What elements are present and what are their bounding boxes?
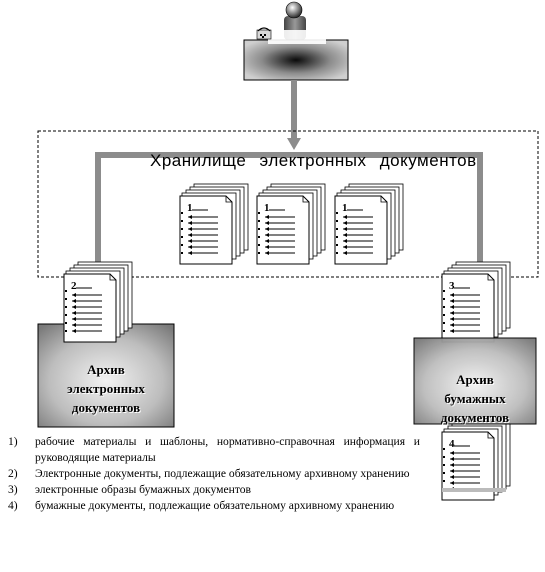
legend-item: 4) бумажные документы, подлежащие обязат…: [8, 498, 420, 514]
document-stack-icon: 4: [441, 419, 511, 501]
legend-item-number: 3): [8, 483, 18, 496]
paper-archive-label-line-1: Архив: [456, 372, 494, 387]
computer-operator-icon: [243, 1, 349, 81]
legend-item-text: рабочие материалы и шаблоны, нормативно-…: [35, 435, 420, 464]
electronic-archive-label-line-3: документов: [71, 400, 141, 415]
electronic-archive-label-line-2: электронных: [67, 381, 145, 396]
paper-archive-stack-number: 3: [449, 280, 455, 292]
document-stack-icon: 1: [256, 183, 326, 265]
legend-item-text: бумажные документы, подлежащие обязатель…: [35, 499, 395, 512]
paper-archive-label-line-3: документов: [440, 410, 510, 425]
legend-item-text: электронные образы бумажных документов: [35, 483, 252, 496]
paper-archive-lower-stack-number: 4: [449, 438, 455, 450]
legend-item: 2) Электронные документы, подлежащие обя…: [8, 466, 420, 482]
legend-item: 1) рабочие материалы и шаблоны, норматив…: [8, 434, 420, 466]
paper-archive-box: [413, 337, 537, 425]
document-stack-icon: 3: [441, 261, 511, 343]
electronic-archive-label: Архив электронных документов: [40, 360, 172, 417]
legend-item-number: 2): [8, 467, 18, 480]
paper-archive-label-line-2: бумажных: [444, 391, 506, 406]
storage-frame: [37, 130, 539, 278]
storage-stack-1-number: 1: [187, 202, 193, 214]
paper-archive-label: Архив бумажных документов: [414, 370, 536, 427]
legend-item-number: 1): [8, 435, 18, 448]
document-stack-icon: 1: [179, 183, 249, 265]
storage-stack-3-number: 1: [342, 202, 348, 214]
legend-list: 1) рабочие материалы и шаблоны, норматив…: [8, 434, 420, 514]
electronic-archive-label-line-1: Архив: [87, 362, 125, 377]
storage-title: Хранилище электронных документов: [150, 151, 477, 170]
document-stack-icon: 2: [63, 261, 133, 343]
operator-to-storage-arrow: [287, 80, 301, 150]
legend-item-text: Электронные документы, подлежащие обязат…: [35, 467, 410, 480]
legend-item-number: 4): [8, 499, 18, 512]
legend-item: 3) электронные образы бумажных документо…: [8, 482, 420, 498]
document-stack-icon: 1: [334, 183, 404, 265]
electronic-archive-stack-number: 2: [71, 280, 77, 292]
storage-stack-2-number: 1: [264, 202, 270, 214]
